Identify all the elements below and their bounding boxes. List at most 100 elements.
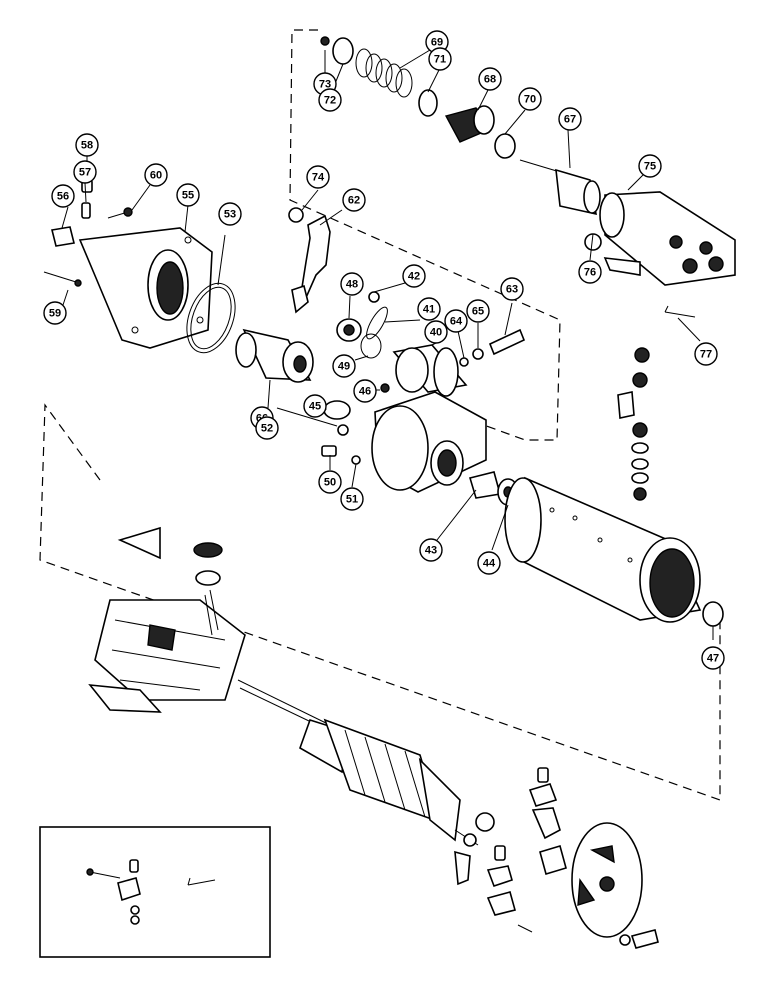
callout-label: 42 bbox=[408, 271, 420, 283]
callout-label: 47 bbox=[707, 653, 719, 665]
pole-shoe bbox=[88, 684, 162, 713]
plug-56 bbox=[51, 226, 75, 247]
callout-circle bbox=[43, 301, 67, 325]
callout-52: 52 bbox=[255, 416, 279, 440]
o-ring-49 bbox=[360, 333, 382, 359]
callout-69: 69 bbox=[425, 30, 449, 54]
callout-label: 63 bbox=[506, 284, 518, 296]
pin-57 bbox=[81, 202, 91, 219]
callout-label: 64 bbox=[450, 316, 463, 328]
callout-circle bbox=[444, 309, 468, 333]
callout-44: 44 bbox=[477, 551, 501, 575]
gasket-53 bbox=[186, 282, 236, 354]
bracket-ce bbox=[528, 783, 561, 840]
screw-59 bbox=[43, 271, 82, 287]
callout-circle bbox=[477, 551, 501, 575]
callout-label: 74 bbox=[312, 172, 325, 184]
washer-71 bbox=[418, 89, 438, 117]
shift-lever-62 bbox=[291, 214, 331, 314]
callout-circle bbox=[332, 354, 356, 378]
callout-circle bbox=[340, 272, 364, 296]
callout-64: 64 bbox=[444, 309, 468, 333]
washer-51 bbox=[351, 455, 361, 465]
callout-label: 65 bbox=[472, 306, 484, 318]
callout-label: 62 bbox=[348, 195, 360, 207]
callout-68: 68 bbox=[478, 67, 502, 91]
brush-holder-top bbox=[193, 542, 223, 586]
ring-65 bbox=[472, 348, 484, 360]
armature bbox=[237, 679, 479, 847]
callout-label: 70 bbox=[524, 94, 536, 106]
callout-circle bbox=[353, 379, 377, 403]
callout-70: 70 bbox=[518, 87, 542, 111]
callout-label: 51 bbox=[346, 494, 358, 506]
warning-triangle bbox=[117, 526, 161, 560]
callout-circle bbox=[340, 487, 364, 511]
callout-label: 69 bbox=[431, 37, 443, 49]
nut-66 bbox=[337, 424, 349, 436]
bushing-ce bbox=[539, 844, 567, 876]
callout-65: 65 bbox=[466, 299, 490, 323]
callout-40: 40 bbox=[424, 320, 448, 344]
plug-42 bbox=[368, 291, 380, 303]
bolt-ce bbox=[630, 929, 659, 949]
callout-46: 46 bbox=[353, 379, 377, 403]
callout-label: 44 bbox=[483, 558, 496, 570]
callout-label: 72 bbox=[324, 95, 336, 107]
callout-circle bbox=[51, 184, 75, 208]
callout-circle bbox=[417, 297, 441, 321]
callout-67: 67 bbox=[558, 107, 582, 131]
intermediate-housing bbox=[371, 391, 487, 493]
solenoid-75 bbox=[599, 191, 736, 286]
cap-72 bbox=[332, 37, 354, 65]
callout-75: 75 bbox=[638, 154, 662, 178]
callout-47: 47 bbox=[701, 646, 725, 670]
frame-group-boundary bbox=[39, 403, 721, 801]
o-ring-41 bbox=[366, 306, 388, 340]
callout-50: 50 bbox=[318, 470, 342, 494]
callout-53: 53 bbox=[218, 202, 242, 226]
callout-circle bbox=[419, 538, 443, 562]
washer-47 bbox=[702, 601, 724, 627]
pin-ce bbox=[517, 924, 533, 933]
callout-label: 71 bbox=[434, 54, 446, 66]
spring-69 bbox=[355, 48, 413, 98]
screw-50 bbox=[321, 445, 337, 457]
callout-63: 63 bbox=[500, 277, 524, 301]
screw-60 bbox=[107, 207, 133, 219]
callout-circle bbox=[318, 88, 342, 112]
callout-circle bbox=[694, 342, 718, 366]
callout-45: 45 bbox=[303, 394, 327, 418]
washer-73 bbox=[320, 36, 330, 46]
callout-label: 45 bbox=[309, 401, 321, 413]
drive-housing-55 bbox=[78, 227, 213, 349]
nut-74 bbox=[288, 207, 304, 223]
callout-circle bbox=[428, 47, 452, 71]
callout-label: 43 bbox=[425, 545, 437, 557]
callout-circle bbox=[500, 277, 524, 301]
callout-label: 48 bbox=[346, 279, 358, 291]
callout-label: 40 bbox=[430, 327, 442, 339]
commutator-end-plate bbox=[571, 822, 643, 938]
solenoid-case-40 bbox=[392, 344, 468, 397]
callout-60: 60 bbox=[144, 163, 168, 187]
washer-ce bbox=[619, 934, 631, 946]
callout-label: 41 bbox=[423, 304, 435, 316]
plate-ce bbox=[486, 865, 513, 888]
callout-circle bbox=[218, 202, 242, 226]
callout-circle bbox=[638, 154, 662, 178]
spring-clip bbox=[454, 850, 471, 886]
callout-circle bbox=[424, 320, 448, 344]
field-frame bbox=[504, 476, 702, 623]
inset-box bbox=[39, 826, 271, 958]
callout-label: 57 bbox=[79, 167, 91, 179]
callout-circle bbox=[75, 133, 99, 157]
washer-45 bbox=[323, 400, 351, 420]
callout-74: 74 bbox=[306, 165, 330, 189]
callout-label: 58 bbox=[81, 140, 93, 152]
callout-41: 41 bbox=[417, 297, 441, 321]
callout-circle bbox=[402, 264, 426, 288]
callout-label: 46 bbox=[359, 386, 371, 398]
callout-circle bbox=[558, 107, 582, 131]
